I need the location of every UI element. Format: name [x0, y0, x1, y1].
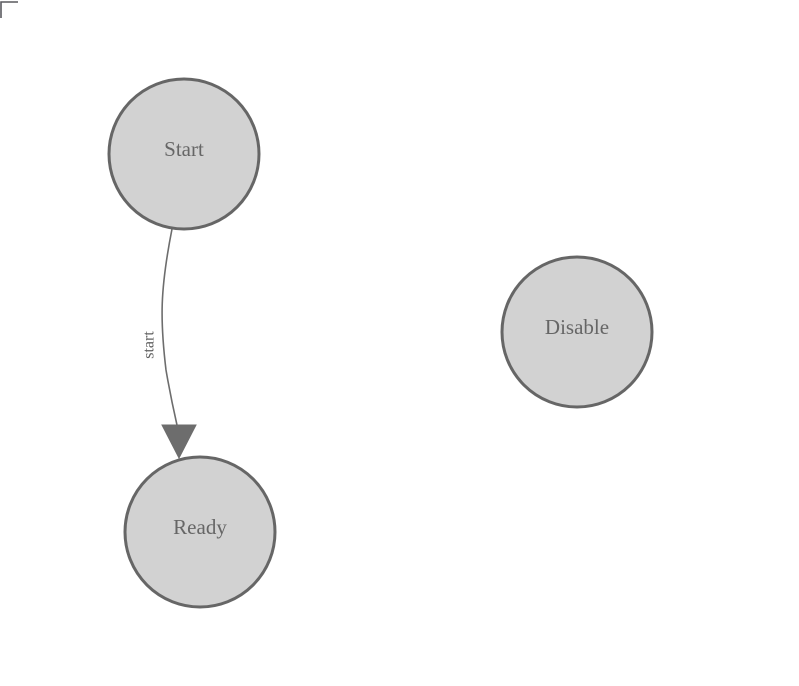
node-start-label: Start [164, 137, 204, 161]
edge-label-start: start [141, 331, 158, 359]
node-ready-label: Ready [173, 515, 227, 539]
node-disable[interactable]: Disable [500, 255, 654, 409]
node-start-shape[interactable] [107, 77, 261, 231]
edge-label-group: start [141, 331, 158, 359]
crop-corner-mark-icon [0, 1, 18, 18]
node-start[interactable]: Start [107, 77, 261, 231]
node-disable-label: Disable [545, 315, 609, 339]
edge-path [161, 228, 180, 435]
edge-start-to-ready[interactable]: start [141, 228, 197, 460]
node-ready-shape[interactable] [123, 455, 277, 609]
node-disable-shape[interactable] [500, 255, 654, 409]
node-ready[interactable]: Ready [123, 455, 277, 609]
arrowhead-icon [161, 424, 197, 460]
